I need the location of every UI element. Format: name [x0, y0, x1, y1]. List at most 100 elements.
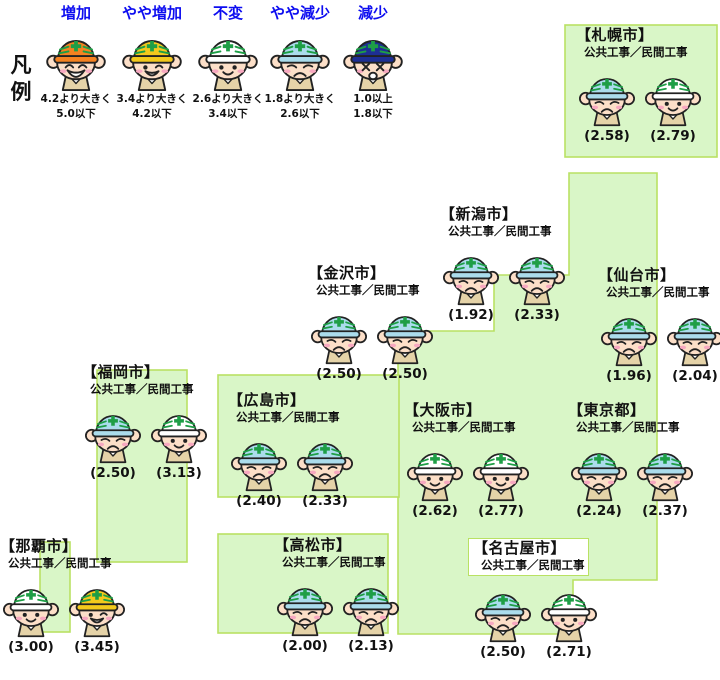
- city-naha: 【那覇市】 公共工事／民間工事: [0, 537, 132, 655]
- private-works-value: (2.13): [348, 638, 394, 654]
- city-subtitle: 公共工事／民間工事: [236, 410, 340, 424]
- private-works-value: (2.71): [546, 644, 592, 660]
- city-name: 【仙台市】: [598, 266, 676, 284]
- public-works-value: (2.62): [412, 503, 458, 519]
- legend-label: やや増加: [121, 4, 182, 22]
- city-name: 【新潟市】: [440, 205, 518, 223]
- kyushu-region: [96, 369, 188, 563]
- public-works-face: [570, 438, 628, 502]
- worker-face-icon: [269, 24, 331, 92]
- private-works-face: [540, 579, 598, 643]
- city-subtitle: 公共工事／民間工事: [448, 224, 552, 238]
- private-works-face: [636, 438, 694, 502]
- city-subtitle: 公共工事／民間工事: [316, 283, 420, 297]
- public-works-face: [2, 574, 60, 638]
- legend-title: 凡例: [10, 53, 32, 104]
- worker-face-icon: [45, 24, 107, 92]
- private-works-value: (3.13): [156, 465, 202, 481]
- public-works-face: [474, 579, 532, 643]
- city-kanazawa: 【金沢市】 公共工事／民間工事: [304, 264, 440, 382]
- public-works-value: (2.50): [480, 644, 526, 660]
- city-osaka: 【大阪市】 公共工事／民間工事: [400, 401, 536, 519]
- public-works-value: (2.50): [90, 465, 136, 481]
- public-works-face: [230, 428, 288, 492]
- city-name: 【東京都】: [568, 401, 646, 419]
- city-name: 【大阪市】: [404, 401, 482, 419]
- public-works-face: [578, 63, 636, 127]
- city-nagoya: 【名古屋市】 公共工事／民間工事: [468, 538, 604, 660]
- city-tokyo: 【東京都】 公共工事／民間工事: [564, 401, 700, 519]
- public-works-value: (2.40): [236, 493, 282, 509]
- public-works-face: [600, 303, 658, 367]
- city-takamatsu: 【高松市】 公共工事／民間工事: [270, 536, 406, 654]
- public-works-value: (2.50): [316, 366, 362, 382]
- city-sendai: 【仙台市】 公共工事／民間工事: [594, 266, 720, 384]
- city-hiroshima: 【広島市】 公共工事／民間工事: [224, 391, 360, 509]
- private-works-value: (2.33): [514, 307, 560, 323]
- legend-label: 不変: [212, 4, 243, 22]
- private-works-face: [508, 242, 566, 306]
- public-works-value: (3.00): [8, 639, 54, 655]
- public-works-value: (1.96): [606, 368, 652, 384]
- public-works-face: [310, 301, 368, 365]
- worker-face-icon: [197, 24, 259, 92]
- public-works-value: (2.00): [282, 638, 328, 654]
- private-works-value: (2.33): [302, 493, 348, 509]
- private-works-value: (2.04): [672, 368, 718, 384]
- worker-face-icon: [121, 24, 183, 92]
- legend-label: 増加: [60, 4, 91, 22]
- private-works-face: [666, 303, 720, 367]
- city-subtitle: 公共工事／民間工事: [90, 382, 194, 396]
- public-works-value: (1.92): [448, 307, 494, 323]
- private-works-face: [68, 574, 126, 638]
- city-name: 【福岡市】: [82, 363, 160, 381]
- private-works-face: [644, 63, 702, 127]
- city-subtitle: 公共工事／民間工事: [282, 555, 386, 569]
- city-name: 【高松市】: [274, 536, 352, 554]
- private-works-face: [296, 428, 354, 492]
- public-works-face: [84, 400, 142, 464]
- public-works-face: [442, 242, 500, 306]
- city-subtitle: 公共工事／民間工事: [8, 556, 112, 570]
- worker-face-icon: [342, 24, 404, 92]
- city-name: 【那覇市】: [0, 537, 78, 555]
- chugoku-region: [217, 374, 400, 498]
- public-works-value: (2.24): [576, 503, 622, 519]
- city-subtitle: 公共工事／民間工事: [576, 420, 680, 434]
- private-works-value: (3.45): [74, 639, 120, 655]
- city-name: 【金沢市】: [308, 264, 386, 282]
- city-fukuoka: 【福岡市】 公共工事／民間工事: [78, 363, 214, 481]
- city-label-box: 【名古屋市】 公共工事／民間工事: [468, 538, 589, 576]
- private-works-face: [376, 301, 434, 365]
- private-works-value: (2.79): [650, 128, 696, 144]
- legend-label: やや減少: [269, 4, 330, 22]
- private-works-value: (2.37): [642, 503, 688, 519]
- private-works-face: [472, 438, 530, 502]
- city-name: 【名古屋市】: [473, 539, 567, 557]
- public-works-value: (2.58): [584, 128, 630, 144]
- private-works-value: (2.50): [382, 366, 428, 382]
- city-sapporo: 【札幌市】 公共工事／民間工事: [572, 26, 708, 144]
- public-works-face: [406, 438, 464, 502]
- city-name: 【札幌市】: [576, 26, 654, 44]
- city-niigata: 【新潟市】 公共工事／民間工事: [436, 205, 572, 323]
- city-subtitle: 公共工事／民間工事: [606, 285, 710, 299]
- public-works-face: [276, 573, 334, 637]
- legend-label: 減少: [357, 4, 388, 22]
- private-works-value: (2.77): [478, 503, 524, 519]
- private-works-face: [150, 400, 208, 464]
- private-works-face: [342, 573, 400, 637]
- city-subtitle: 公共工事／民間工事: [481, 558, 585, 572]
